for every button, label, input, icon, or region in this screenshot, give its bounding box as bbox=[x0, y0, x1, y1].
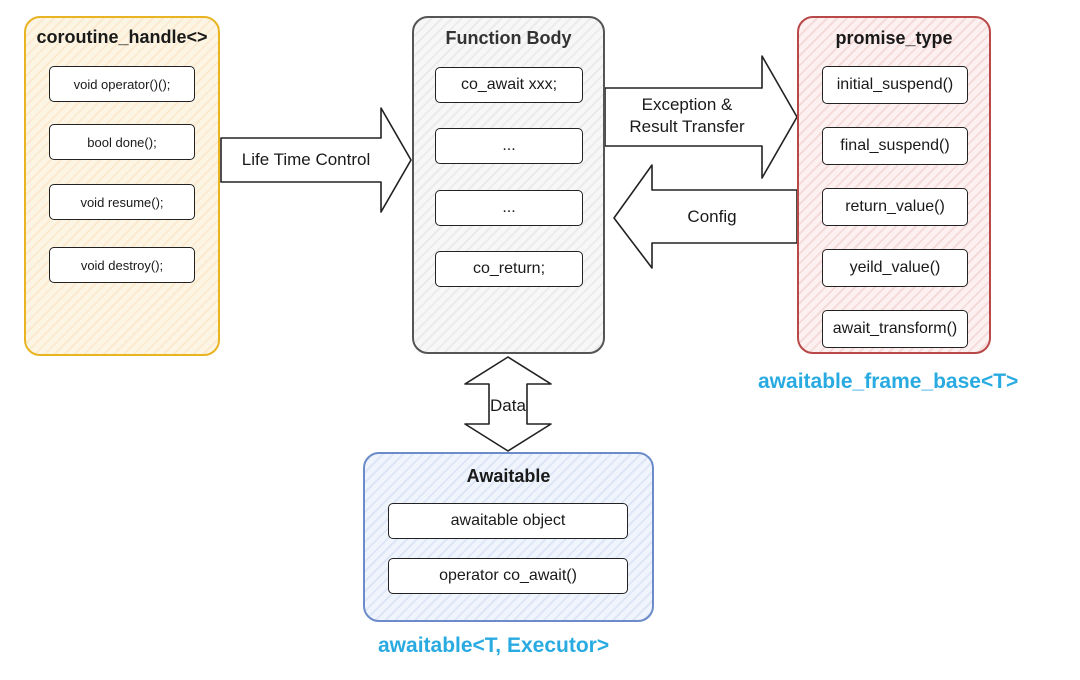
done-item: bool done(); bbox=[49, 124, 195, 160]
function-body-title: Function Body bbox=[445, 28, 572, 48]
data-arrow bbox=[464, 356, 552, 452]
coroutine-handle-panel: coroutine_handle<> void operator()(); bo… bbox=[24, 16, 220, 356]
exception-label-line1: Exception & bbox=[641, 95, 733, 114]
data-label: Data bbox=[490, 396, 526, 415]
coroutine-handle-title: coroutine_handle<> bbox=[36, 27, 208, 47]
yield-value-item: yeild_value() bbox=[822, 249, 968, 287]
operator-call-item: void operator()(); bbox=[49, 66, 195, 102]
exception-transfer-arrow bbox=[604, 55, 798, 179]
awaitable-panel: Awaitable awaitable object operator co_a… bbox=[363, 452, 654, 622]
final-suspend-item: final_suspend() bbox=[822, 127, 968, 165]
operator-co-await-item: operator co_await() bbox=[388, 558, 628, 594]
config-arrow bbox=[613, 164, 798, 269]
promise-type-caption: awaitable_frame_base<T> bbox=[758, 370, 1019, 393]
initial-suspend-item: initial_suspend() bbox=[822, 66, 968, 104]
life-time-control-label: Life Time Control bbox=[241, 150, 371, 169]
ellipsis-item-2: ... bbox=[435, 190, 583, 226]
function-body-panel: Function Body co_await xxx; ... ... co_r… bbox=[412, 16, 605, 354]
exception-label-line2: Result Transfer bbox=[629, 117, 745, 136]
promise-type-panel: promise_type initial_suspend() final_sus… bbox=[797, 16, 991, 354]
await-transform-item: await_transform() bbox=[822, 310, 968, 348]
return-value-item: return_value() bbox=[822, 188, 968, 226]
config-label: Config bbox=[687, 207, 737, 226]
awaitable-caption: awaitable<T, Executor> bbox=[378, 634, 610, 657]
life-time-control-arrow bbox=[220, 107, 412, 213]
co-await-item: co_await xxx; bbox=[435, 67, 583, 103]
awaitable-title: Awaitable bbox=[466, 466, 551, 486]
co-return-item: co_return; bbox=[435, 251, 583, 287]
promise-type-title: promise_type bbox=[835, 28, 953, 48]
ellipsis-item-1: ... bbox=[435, 128, 583, 164]
resume-item: void resume(); bbox=[49, 184, 195, 220]
awaitable-object-item: awaitable object bbox=[388, 503, 628, 539]
destroy-item: void destroy(); bbox=[49, 247, 195, 283]
